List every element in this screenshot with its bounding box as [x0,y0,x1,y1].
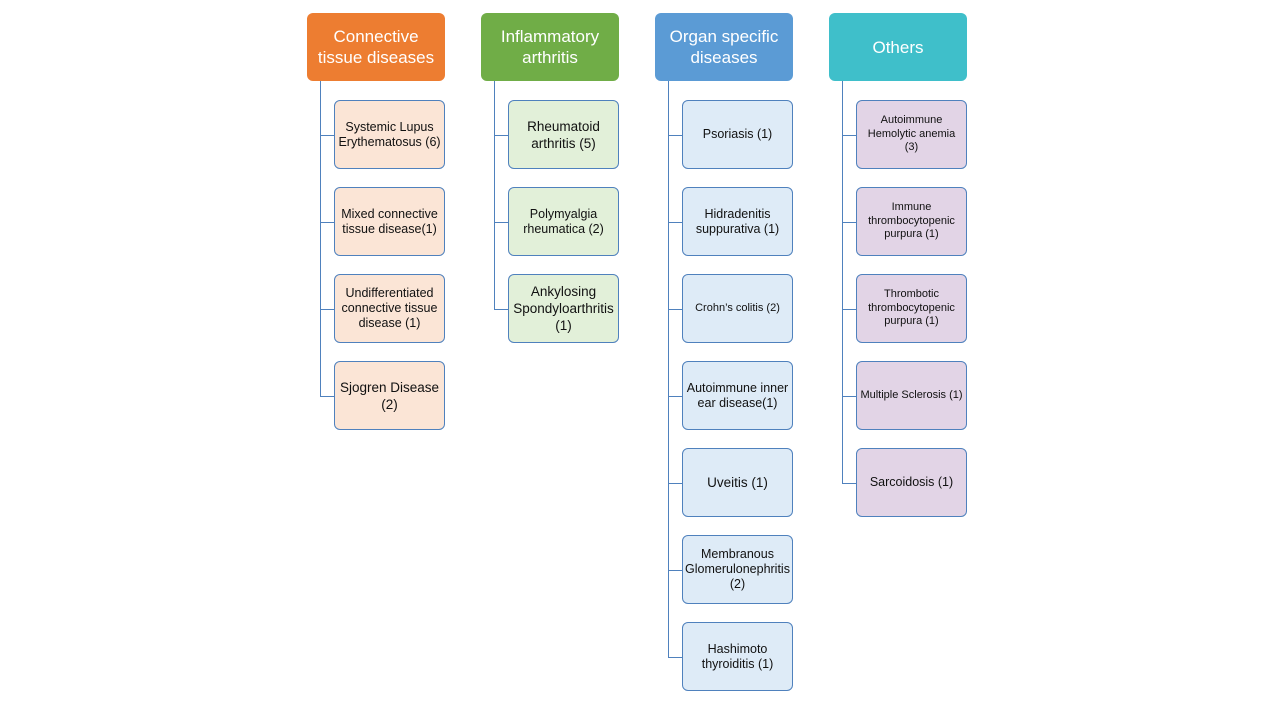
disease-box-inflammatory-arthritis: Ankylosing Spondyloarthritis (1) [508,274,619,343]
connector-branch [842,222,856,223]
connector-branch [494,309,508,310]
connector-branch [668,135,682,136]
connector-branch [320,222,334,223]
connector-branch [668,657,682,658]
disease-box-others: Sarcoidosis (1) [856,448,967,517]
disease-box-connective-tissue: Systemic Lupus Erythematosus (6) [334,100,445,169]
group-header-inflammatory-arthritis: Inflammatory arthritis [481,13,619,81]
disease-box-organ-specific: Autoimmune inner ear disease(1) [682,361,793,430]
disease-box-others: Autoimmune Hemolytic anemia (3) [856,100,967,169]
connector-trunk [842,81,843,484]
disease-box-inflammatory-arthritis: Rheumatoid arthritis (5) [508,100,619,169]
connector-branch [668,570,682,571]
disease-box-connective-tissue: Mixed connective tissue disease(1) [334,187,445,256]
disease-box-organ-specific: Hidradenitis suppurativa (1) [682,187,793,256]
connector-branch [842,483,856,484]
connector-trunk [320,81,321,397]
connector-trunk [668,81,669,658]
connector-branch [668,309,682,310]
connector-branch [842,309,856,310]
disease-box-organ-specific: Hashimoto thyroiditis (1) [682,622,793,691]
connector-branch [320,396,334,397]
connector-branch [320,135,334,136]
disease-box-others: Multiple Sclerosis (1) [856,361,967,430]
connector-branch [842,135,856,136]
connector-trunk [494,81,495,310]
disease-box-connective-tissue: Undifferentiated connective tissue disea… [334,274,445,343]
disease-box-inflammatory-arthritis: Polymyalgia rheumatica (2) [508,187,619,256]
disease-box-organ-specific: Uveitis (1) [682,448,793,517]
disease-box-organ-specific: Crohn’s colitis (2) [682,274,793,343]
disease-box-organ-specific: Membranous Glomerulonephritis (2) [682,535,793,604]
connector-branch [494,222,508,223]
connector-branch [320,309,334,310]
disease-box-others: Immune thrombocytopenic purpura (1) [856,187,967,256]
group-header-others: Others [829,13,967,81]
disease-box-organ-specific: Psoriasis (1) [682,100,793,169]
connector-branch [668,483,682,484]
group-header-connective-tissue: Connective tissue diseases [307,13,445,81]
disease-box-connective-tissue: Sjogren Disease (2) [334,361,445,430]
connector-branch [668,222,682,223]
connector-branch [668,396,682,397]
connector-branch [494,135,508,136]
group-header-organ-specific: Organ specific diseases [655,13,793,81]
disease-box-others: Thrombotic thrombocytopenic purpura (1) [856,274,967,343]
connector-branch [842,396,856,397]
